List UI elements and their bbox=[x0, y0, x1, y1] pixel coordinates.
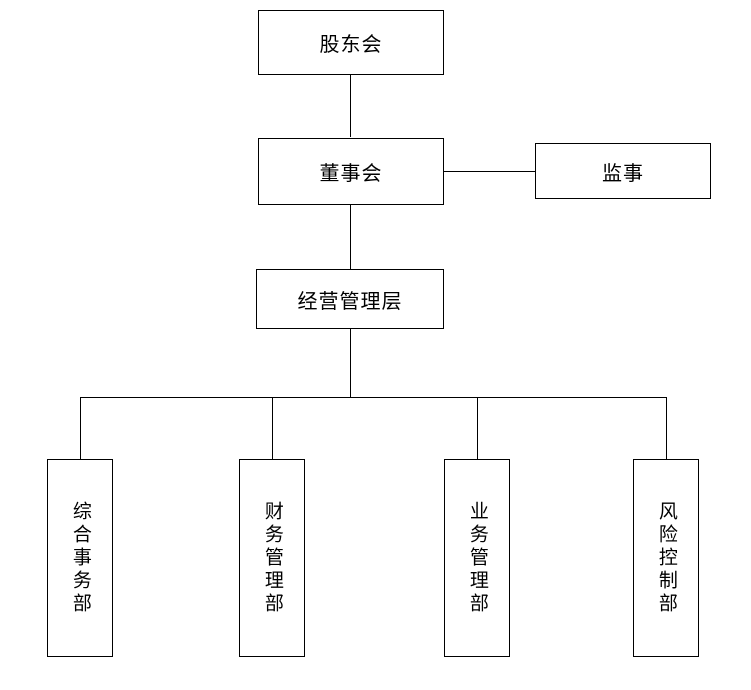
connector-drop-finance bbox=[272, 397, 273, 459]
node-finance-label: 财务管理部 bbox=[261, 500, 283, 616]
connector-board-supervisor bbox=[443, 171, 535, 172]
node-business-label: 业务管理部 bbox=[466, 500, 488, 616]
node-shareholders[interactable]: 股东会 bbox=[258, 10, 444, 75]
node-risk-control[interactable]: 风险控制部 bbox=[633, 459, 699, 657]
node-board[interactable]: 董事会 bbox=[258, 138, 444, 205]
node-business[interactable]: 业务管理部 bbox=[444, 459, 510, 657]
node-finance[interactable]: 财务管理部 bbox=[239, 459, 305, 657]
connector-drop-risk-control bbox=[666, 397, 667, 459]
node-board-label: 董事会 bbox=[319, 163, 383, 185]
node-supervisor-label: 监事 bbox=[602, 162, 644, 185]
connector-drop-business bbox=[477, 397, 478, 459]
node-shareholders-label: 股东会 bbox=[319, 34, 383, 56]
node-supervisor[interactable]: 监事 bbox=[535, 143, 711, 199]
connector-board-management bbox=[350, 205, 351, 269]
node-management-label: 经营管理层 bbox=[297, 290, 403, 313]
connector-drop-general-affairs bbox=[80, 397, 81, 459]
connector-shareholders-board bbox=[350, 75, 351, 137]
node-general-affairs[interactable]: 综合事务部 bbox=[47, 459, 113, 657]
node-risk-control-label: 风险控制部 bbox=[655, 500, 677, 616]
connector-departments-bus bbox=[80, 397, 666, 398]
connector-management-trunk bbox=[350, 329, 351, 397]
node-management[interactable]: 经营管理层 bbox=[256, 269, 444, 329]
node-general-affairs-label: 综合事务部 bbox=[69, 500, 91, 616]
